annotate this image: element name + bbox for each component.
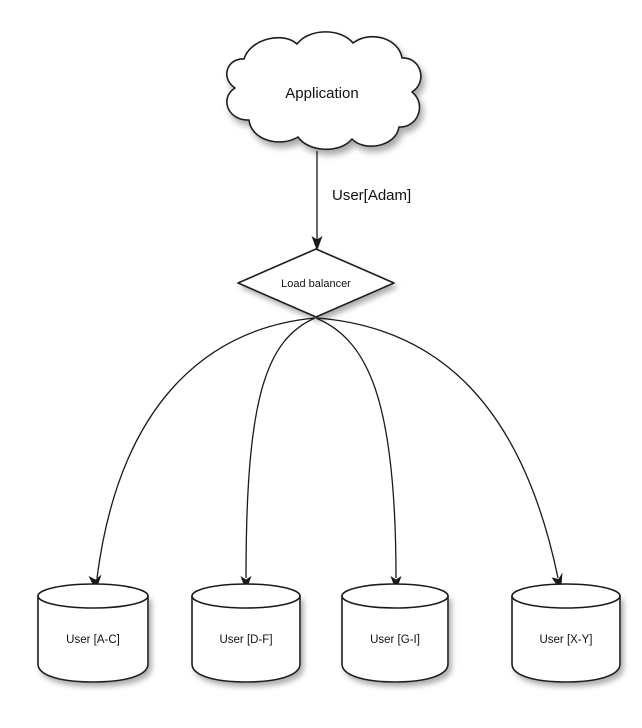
edge-curve-db-g-i (315, 317, 397, 579)
edge-balancer-to-db-a-c (88, 317, 316, 591)
edge-application-to-balancer: User[Adam] (311, 151, 411, 251)
edge-curve-db-d-f (245, 317, 316, 579)
database-node-d-f[interactable]: User [D-F] (191, 583, 301, 683)
cylinder-body-a-c (37, 595, 149, 683)
edge-label-user-adam: User[Adam] (332, 187, 411, 204)
load-balancer-label: Load balancer (281, 278, 351, 290)
cylinder-body-x-y (511, 595, 621, 683)
database-node-g-i[interactable]: User [G-I] (341, 583, 449, 683)
application-cloud-node[interactable]: Application (225, 31, 422, 151)
cylinder-top-x-y (511, 583, 621, 609)
edge-balancer-to-db-g-i (315, 317, 402, 591)
database-node-a-c[interactable]: User [A-C] (37, 583, 149, 683)
diamond-shape (237, 248, 395, 318)
cloud-shape (225, 31, 422, 151)
cylinder-top-d-f (191, 583, 301, 609)
arrow-head-main (311, 236, 323, 251)
load-balancer-node[interactable]: Load balancer (237, 248, 395, 318)
cylinder-body-d-f (191, 595, 301, 683)
edge-curve-db-a-c (96, 317, 316, 579)
cylinder-body-g-i (341, 595, 449, 683)
arrow-head-db-a-c (88, 574, 102, 591)
database-label-x-y: User [X-Y] (539, 634, 592, 646)
database-label-d-f: User [D-F] (219, 634, 272, 646)
edge-balancer-to-db-d-f (240, 317, 316, 591)
database-node-x-y[interactable]: User [X-Y] (511, 583, 621, 683)
application-label: Application (285, 85, 358, 102)
cylinder-top-a-c (37, 583, 149, 609)
database-label-g-i: User [G-I] (370, 634, 420, 646)
database-label-a-c: User [A-C] (66, 634, 120, 646)
edge-curve-db-x-y (316, 317, 559, 579)
cylinder-top-g-i (341, 583, 449, 609)
edge-balancer-to-db-x-y (316, 317, 563, 591)
